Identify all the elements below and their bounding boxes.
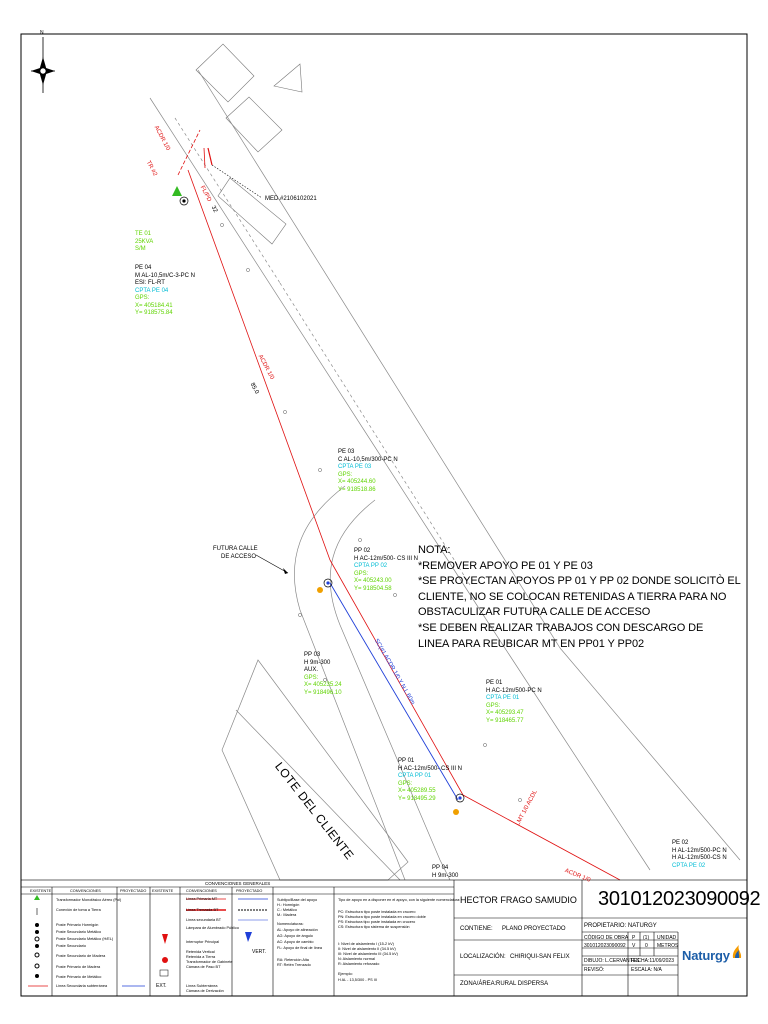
north-mark: N — [40, 30, 44, 36]
codigo-obra-label: CÓDIGO DE OBRA — [584, 935, 629, 941]
localizacion-value: CHIRIQUI-SAN FELIX — [510, 954, 570, 960]
p-value: (1) — [643, 935, 650, 941]
legend-symbols — [28, 895, 268, 987]
note-line: *SE PROYECTAN APOYOS PP 01 Y PP 02 DONDE… — [418, 575, 741, 588]
logo-flame-icon — [732, 945, 742, 958]
access-road — [294, 485, 451, 881]
meter-leader — [211, 164, 263, 199]
contiene-value: PLANO PROYECTADO — [502, 926, 566, 932]
v-label: V — [632, 943, 636, 949]
futura-arrow — [255, 554, 289, 574]
note-title: NOTA: — [418, 544, 451, 556]
pe02-label: PE 02 H AL-12m/500-PC N H AL-12m/500-CS … — [672, 840, 727, 869]
legend-ext: EXT. — [156, 983, 167, 989]
logo-text: Naturgy — [682, 948, 730, 963]
localizacion-label: LOCALIZACIÓN: — [460, 954, 506, 960]
note-line: LINEA PARA REUBICAR MT EN PP01 Y PP02 — [418, 637, 644, 650]
road-poles — [220, 223, 522, 802]
pole-symbols — [172, 186, 465, 815]
p-label: P — [632, 935, 636, 941]
legend-header: CONVENCIONES — [70, 889, 101, 893]
dibujo: DIBUJO: L.CERVANTES — [584, 958, 640, 964]
fecha: FECHA:11/09/2023 — [631, 958, 674, 964]
futura-label: FUTURA CALLE DE ACCESO — [213, 546, 258, 560]
meter-label: MED.#2106102021 — [265, 196, 317, 202]
legend-header: EXISTENTE — [30, 889, 52, 893]
north-arrow-icon — [31, 37, 55, 93]
legend-vert: VERT. — [252, 949, 267, 955]
te01-label: TE 01 25KVA S/M — [135, 231, 154, 252]
legend-header: PROYECTADO — [236, 889, 263, 893]
contiene-label: CONTIENE: — [460, 926, 493, 932]
client-lot — [221, 659, 409, 881]
pp01-label: PP 01 H AC-12m/500- CS III N CPTA PP 01 … — [398, 758, 463, 802]
client-name: HECTOR FRAGO SAMUDIO — [460, 895, 577, 905]
metros-value: METROS — [657, 943, 679, 949]
unidad-label: UNIDAD — [657, 935, 677, 941]
note-line: *SE DEBEN REALIZAR TRABAJOS CON DESCARGO… — [418, 621, 704, 634]
primary-line — [177, 129, 621, 881]
projected-line — [329, 582, 459, 801]
naturgy-logo: Naturgy — [682, 944, 744, 974]
pp04-label: PP 04 H 9m-300 — [432, 865, 459, 879]
zona-label: ZONA/ÁREA: — [460, 981, 497, 987]
note-line: *REMOVER APOYO PE 01 Y PE 03 — [418, 559, 593, 572]
legend-header: EXISTENTE — [152, 889, 174, 893]
pp02-label: PP 02 H AC-12m/500- CS III N CPTA PP 02 … — [354, 548, 419, 592]
legend-title: CONVENCIONES GENERALES — [205, 881, 271, 886]
reviso: REVISÓ: — [584, 967, 605, 973]
pe04-label: PE 04 M AL-10,5m/C-3-PC N ESI: FL-RT CPT… — [135, 265, 196, 316]
pe03-label: PE 03 C AL-10,5m/300-PC N CPTA PE 03 GPS… — [338, 449, 398, 493]
pe01-label: PE 01 H AC-12m/500-PC N CPTA PE 01 GPS: … — [486, 680, 542, 724]
note-block: NOTA: *REMOVER APOYO PE 01 Y PE 03 *SE P… — [418, 543, 741, 652]
road-edges — [149, 69, 741, 871]
building-outlines — [195, 43, 303, 245]
propietario: PROPIETARIO: NATURGY — [584, 923, 657, 929]
pp03-label: PP 03 H 9m-300 AUX. GPS: X= 405235.24 Y=… — [304, 652, 342, 696]
project-number: 301012023090092 — [598, 888, 761, 910]
legend-header: CONVENCIONES — [186, 889, 217, 893]
codigo-obra-value: 301012023090092 — [584, 943, 626, 949]
note-line: CLIENTE, NO SE COLOCAN RETENIDAS A TIERR… — [418, 590, 727, 603]
title-block-frame — [20, 879, 748, 997]
legend-header: PROYECTADO — [120, 889, 147, 893]
escala: ESCALA: N/A — [631, 967, 662, 973]
zona-value: RURAL DISPERSA — [496, 981, 549, 987]
note-line: OBSTACULIZAR FUTURA CALLE DE ACCESO — [418, 606, 651, 619]
v-value: 0 — [645, 943, 648, 949]
